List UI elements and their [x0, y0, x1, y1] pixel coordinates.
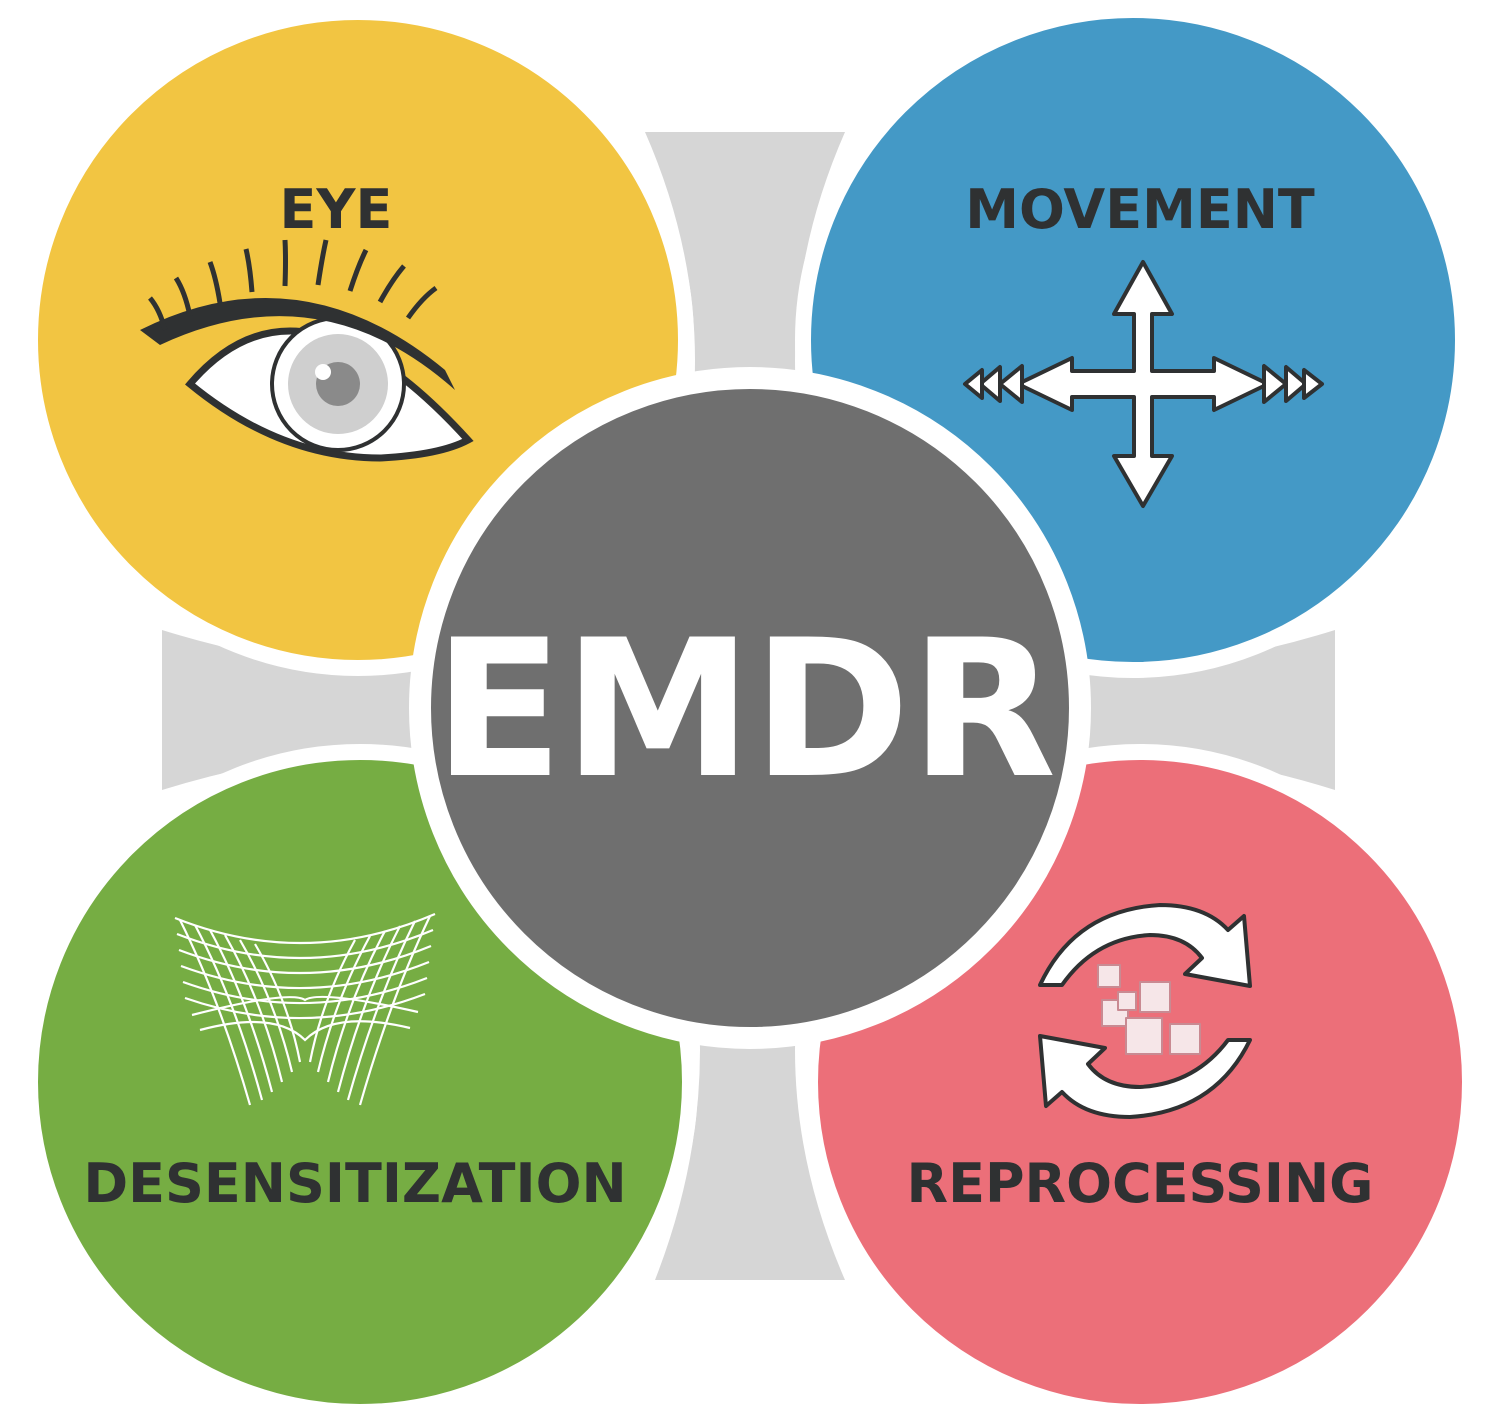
eye-icon	[140, 239, 474, 462]
eye-label: EYE	[280, 178, 393, 241]
center-label: EMDR	[434, 599, 1057, 820]
reprocessing-label: REPROCESSING	[906, 1152, 1373, 1215]
center-circle: EMDR	[409, 367, 1091, 1049]
movement-label: MOVEMENT	[965, 178, 1315, 241]
desensitization-label: DESENSITIZATION	[83, 1152, 626, 1215]
wave-lines-icon	[174, 912, 436, 1106]
cycle-arrows-icon	[1038, 903, 1252, 1119]
four-direction-arrows-icon	[963, 260, 1324, 508]
